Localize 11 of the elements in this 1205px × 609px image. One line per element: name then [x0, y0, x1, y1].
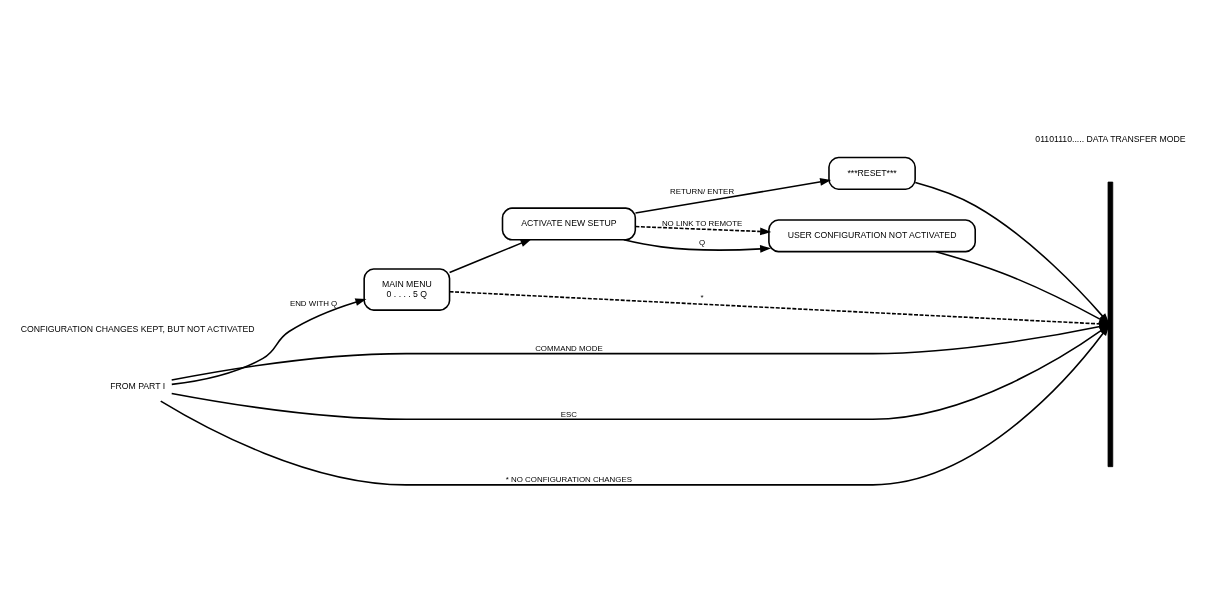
- edge-label: ESC: [560, 409, 578, 419]
- edge-label: RETURN/ ENTER: [670, 186, 735, 196]
- edge-label: Q: [699, 237, 706, 247]
- edge-label: NO LINK TO REMOTE: [661, 218, 743, 228]
- edge-label: *: [700, 292, 704, 302]
- node-text: FROM PART I: [110, 380, 166, 391]
- edge-label: COMMAND MODE: [535, 343, 603, 353]
- label: 01101110..... DATA TRANSFER MODE: [1035, 133, 1186, 144]
- label: CONFIGURATION CHANGES KEPT, BUT NOT ACTIVATED: [20, 323, 255, 334]
- edge-label: END WITH Q: [289, 298, 338, 308]
- edge-label: * NO CONFIGURATION CHANGES: [505, 474, 632, 484]
